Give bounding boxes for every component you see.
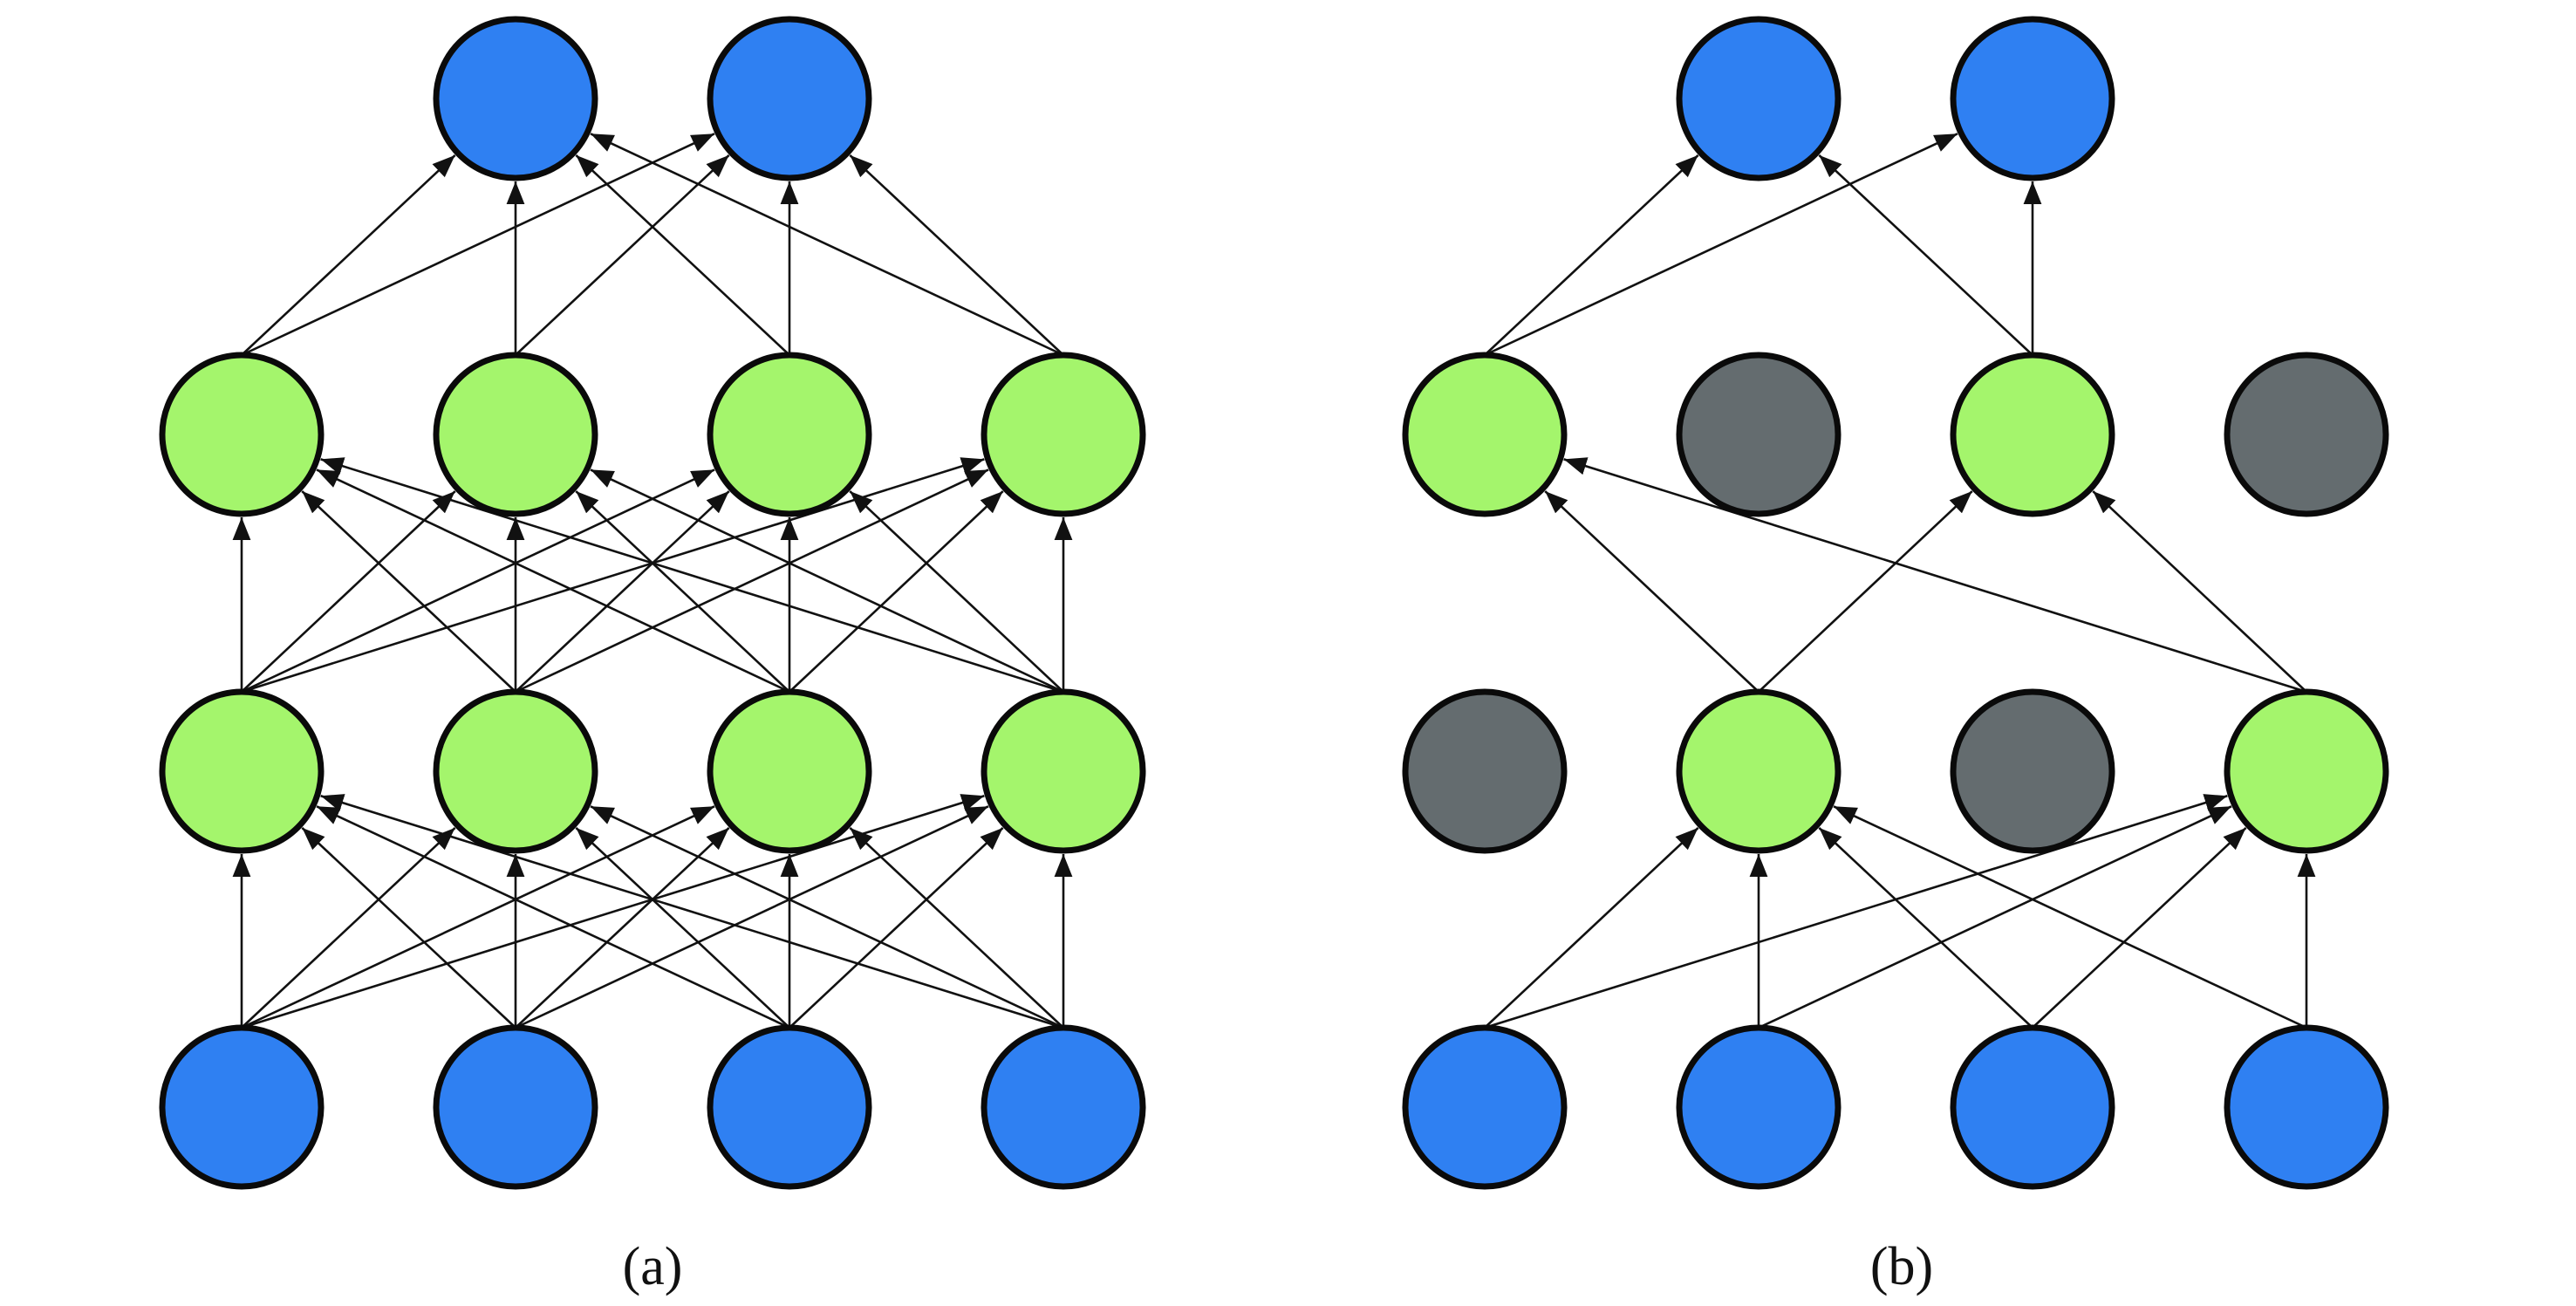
node-b-input-layer0-unit0 (1402, 1024, 1568, 1190)
edge-a-l1u1-to-l2u3 (515, 468, 989, 694)
node-a-input-layer0-unit0 (159, 1024, 325, 1190)
edge-b-l1u3-to-l2u0 (1563, 457, 2307, 694)
node-a-input-layer0-unit3 (981, 1024, 1146, 1190)
node-a-output-layer3-unit0 (433, 16, 598, 181)
panel-a-caption: (a) (623, 1237, 683, 1296)
edge-b-l0u1-to-l1u3 (1758, 805, 2232, 1029)
panel-b-caption: (b) (1870, 1237, 1933, 1296)
edge-a-l0u2-to-l1u3 (789, 826, 1004, 1029)
edge-a-l1u2-to-l2u3 (789, 490, 1004, 693)
edge-a-l0u1-to-l1u3 (515, 805, 989, 1029)
node-a-hidden-layer1-unit3 (981, 688, 1146, 854)
panel-a-nodes (159, 16, 1146, 1190)
node-b-hidden-layer1-unit1 (1676, 688, 1841, 854)
edge-b-l2u2-to-l3u0 (1818, 154, 2033, 356)
edge-a-l0u3-to-l1u1 (590, 805, 1064, 1029)
edge-a-l2u3-to-l3u1 (849, 154, 1064, 356)
edge-a-l0u2-to-l1u1 (575, 826, 790, 1029)
edge-a-l1u2-to-l2u0 (316, 468, 790, 694)
edge-a-l0u2-to-l1u0 (316, 805, 790, 1029)
node-b-hidden-layer2-unit0 (1402, 352, 1568, 517)
edge-a-l2u0-to-l3u0 (241, 154, 456, 356)
edge-a-l2u3-to-l3u0 (590, 133, 1064, 357)
edge-a-l0u0-to-l1u3 (241, 794, 985, 1029)
edge-a-l1u2-to-l2u1 (575, 490, 790, 693)
node-b-output-layer3-unit1 (1950, 16, 2115, 181)
edge-a-l0u0-to-l1u1 (241, 826, 456, 1029)
panel-b-nodes (1402, 16, 2389, 1190)
edge-a-l1u0-to-l2u3 (241, 457, 985, 694)
edge-a-l2u0-to-l3u1 (241, 133, 715, 357)
edge-a-l0u3-to-l1u2 (849, 826, 1064, 1029)
edge-a-l1u3-to-l2u0 (320, 457, 1064, 694)
node-b-output-layer3-unit0 (1676, 16, 1841, 181)
node-a-hidden-layer2-unit1 (433, 352, 598, 517)
node-b-input-layer0-unit3 (2224, 1024, 2389, 1190)
node-a-input-layer0-unit1 (433, 1024, 598, 1190)
edge-b-l2u0-to-l3u1 (1484, 133, 1958, 357)
edge-a-l2u1-to-l3u1 (515, 154, 730, 356)
edge-a-l1u0-to-l2u2 (241, 468, 715, 694)
edge-b-l1u1-to-l2u2 (1758, 490, 1973, 693)
edge-b-l0u2-to-l1u1 (1818, 826, 2033, 1029)
edge-b-l1u3-to-l2u2 (2092, 490, 2307, 693)
node-a-hidden-layer2-unit2 (707, 352, 872, 517)
node-b-input-layer0-unit1 (1676, 1024, 1841, 1190)
edge-a-l0u1-to-l1u2 (515, 826, 730, 1029)
node-b-input-layer0-unit2 (1950, 1024, 2115, 1190)
node-b-hidden-layer2-unit2 (1950, 352, 2115, 517)
edge-a-l0u0-to-l1u2 (241, 805, 715, 1029)
edge-a-l1u1-to-l2u2 (515, 490, 730, 693)
edge-a-l0u1-to-l1u0 (301, 826, 516, 1029)
node-b-hidden-layer1-unit3 (2224, 688, 2389, 854)
edge-b-l1u1-to-l2u0 (1544, 490, 1759, 693)
node-a-hidden-layer2-unit0 (159, 352, 325, 517)
node-a-hidden-layer1-unit1 (433, 688, 598, 854)
panel-a: (a) (159, 16, 1146, 1296)
node-a-input-layer0-unit2 (707, 1024, 872, 1190)
edge-a-l1u3-to-l2u1 (590, 468, 1064, 694)
panel-a-edges (232, 133, 1073, 1029)
node-b-hidden-layer2-unit1-dropped (1676, 352, 1841, 517)
node-a-hidden-layer1-unit2 (707, 688, 872, 854)
panel-b-edges (1484, 133, 2316, 1029)
edge-a-l1u3-to-l2u2 (849, 490, 1064, 693)
edge-a-l0u3-to-l1u0 (320, 794, 1064, 1029)
node-b-hidden-layer1-unit2-dropped (1950, 688, 2115, 854)
edge-a-l2u2-to-l3u0 (575, 154, 790, 356)
node-b-hidden-layer2-unit3-dropped (2224, 352, 2389, 517)
edge-b-l0u0-to-l1u1 (1484, 826, 1699, 1029)
edge-b-l0u2-to-l1u3 (2032, 826, 2247, 1029)
edge-b-l2u0-to-l3u0 (1484, 154, 1699, 356)
edge-a-l1u1-to-l2u0 (301, 490, 516, 693)
edge-a-l1u0-to-l2u1 (241, 490, 456, 693)
node-a-output-layer3-unit1 (707, 16, 872, 181)
edge-b-l0u3-to-l1u1 (1833, 805, 2307, 1029)
node-b-hidden-layer1-unit0-dropped (1402, 688, 1568, 854)
panel-b: (b) (1402, 16, 2389, 1296)
edge-b-l0u0-to-l1u3 (1484, 794, 2228, 1029)
node-a-hidden-layer2-unit3 (981, 352, 1146, 517)
node-a-hidden-layer1-unit0 (159, 688, 325, 854)
